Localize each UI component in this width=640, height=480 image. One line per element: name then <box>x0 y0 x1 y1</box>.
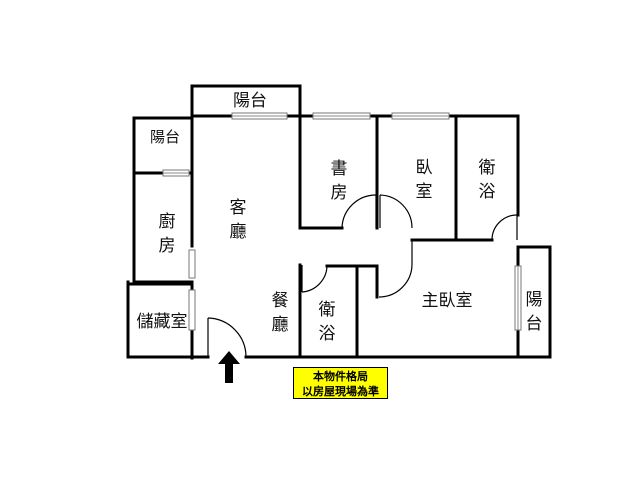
room-balcony-right: 陽 台 <box>525 290 543 334</box>
room-kitchen: 廚 房 <box>158 212 176 256</box>
room-dining: 餐 廳 <box>271 291 289 335</box>
room-study: 書 房 <box>330 159 348 203</box>
entrance-arrow-icon <box>218 351 240 383</box>
room-living: 客 廳 <box>229 198 247 242</box>
room-master-bedroom: 主臥室 <box>421 291 473 311</box>
room-bathroom-upper: 衛 浴 <box>478 158 496 202</box>
room-balcony-top: 陽台 <box>233 91 267 111</box>
room-bedroom: 臥 室 <box>415 158 433 202</box>
layout-disclaimer: 本物件格局 以房屋現場為準 <box>293 367 388 399</box>
room-bathroom-lower: 衛 浴 <box>318 300 336 344</box>
windows <box>162 112 522 331</box>
room-balcony-left: 陽台 <box>150 128 181 146</box>
doors <box>207 194 518 358</box>
room-storage: 儲藏室 <box>136 312 188 332</box>
